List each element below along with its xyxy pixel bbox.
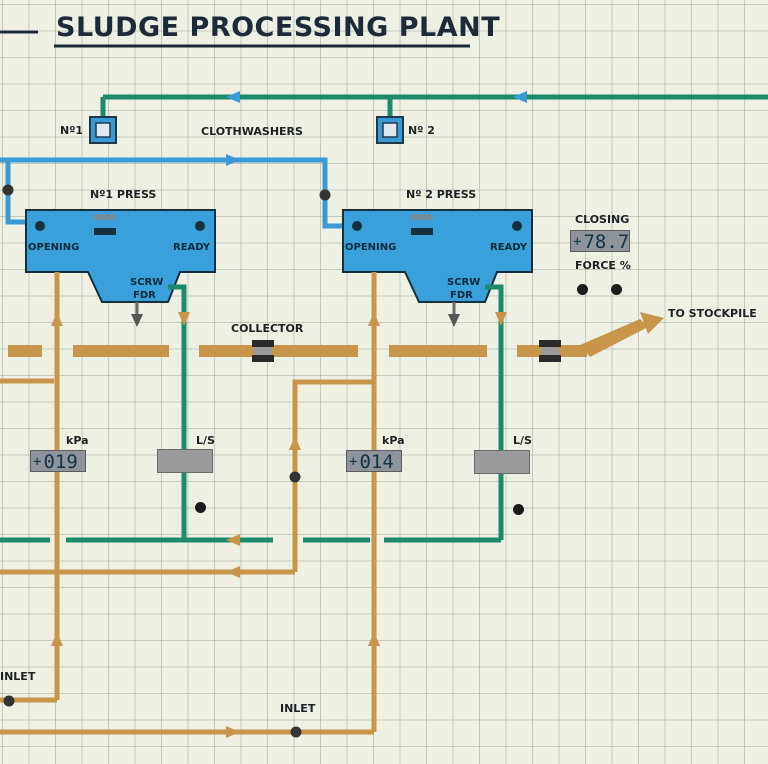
press-1-ready-label: READY	[173, 242, 211, 253]
closing-force-top-label: CLOSING	[575, 213, 630, 226]
clothwasher-2-label: Nº 2	[408, 124, 435, 137]
clothwasher-unit-1	[89, 116, 117, 144]
valve-icon	[2, 184, 14, 196]
washwater-header	[100, 94, 768, 117]
closing-force-display: +78.7	[570, 230, 630, 252]
level-switch-1	[157, 449, 213, 473]
gauge-1-sign: +	[33, 454, 42, 470]
flow-arrow-icon	[226, 534, 240, 546]
ls-2-label: L/S	[513, 434, 532, 447]
gauge-2-sign: +	[349, 454, 358, 470]
gauge-1-value: 019	[43, 451, 78, 472]
gauge-2-display: +014	[346, 450, 402, 472]
press-1-feeder-label: FDR	[133, 290, 156, 301]
level-switch-2	[474, 450, 530, 474]
flow-arrow-icon	[178, 312, 190, 326]
flow-arrow-icon	[513, 91, 527, 103]
flow-arrow-icon	[226, 91, 240, 103]
press-1-body	[25, 209, 216, 303]
collector-drive-2	[539, 340, 561, 362]
level-switch-1-lamp	[195, 502, 206, 513]
inlet-bottom-label: INLET	[280, 702, 316, 715]
ls-1-label: L/S	[196, 434, 215, 447]
closing-force-bottom-label: FORCE %	[575, 259, 631, 272]
inlet-valve-icon	[290, 726, 302, 738]
clothwasher-1-label: Nº1	[60, 124, 84, 137]
inlet-valve-icon	[3, 695, 15, 707]
clothwashers-label: CLOTHWASHERS	[201, 125, 303, 138]
press-2-ready-label: READY	[490, 242, 528, 253]
closing-force-sign: +	[573, 234, 582, 250]
press-2-discharge	[448, 302, 460, 327]
collector-conveyor	[8, 312, 664, 357]
flow-arrow-icon	[495, 312, 507, 326]
stockpile-label: TO STOCKPILE	[668, 307, 757, 320]
clothwasher-unit-2	[376, 116, 404, 144]
gauge-2-value: 014	[359, 451, 394, 472]
closing-force-lamp-1	[577, 284, 588, 295]
collector-drive-1	[252, 340, 274, 362]
press-2-name: Nº 2 PRESS	[406, 188, 477, 201]
press-1-opening-label: OPENING	[28, 242, 80, 253]
press-2-body	[342, 209, 533, 303]
press-2-opening-label: OPENING	[345, 242, 397, 253]
collector-label: COLLECTOR	[231, 322, 304, 335]
press-1-screw-label: SCRW	[130, 277, 164, 288]
flow-arrow-icon	[226, 154, 240, 166]
gauge-2-unit: kPa	[382, 434, 405, 447]
press-1-name: Nº1 PRESS	[90, 188, 157, 201]
press-2-feeder-label: FDR	[450, 290, 473, 301]
valve-icon	[289, 471, 301, 483]
gauge-1-display: +019	[30, 450, 86, 472]
press-2-screw-label: SCRW	[447, 277, 481, 288]
sludge-arrows	[51, 312, 380, 738]
press-1-discharge	[131, 302, 143, 327]
closing-force-value: 78.7	[583, 231, 630, 252]
inlet-left-label: INLET	[0, 670, 36, 683]
valve-icon	[319, 189, 331, 201]
page-title: SLUDGE PROCESSING PLANT	[56, 12, 501, 43]
level-switch-2-lamp	[513, 504, 524, 515]
closing-force-lamp-2	[611, 284, 622, 295]
gauge-1-unit: kPa	[66, 434, 89, 447]
sludge-feed-line	[0, 272, 377, 735]
